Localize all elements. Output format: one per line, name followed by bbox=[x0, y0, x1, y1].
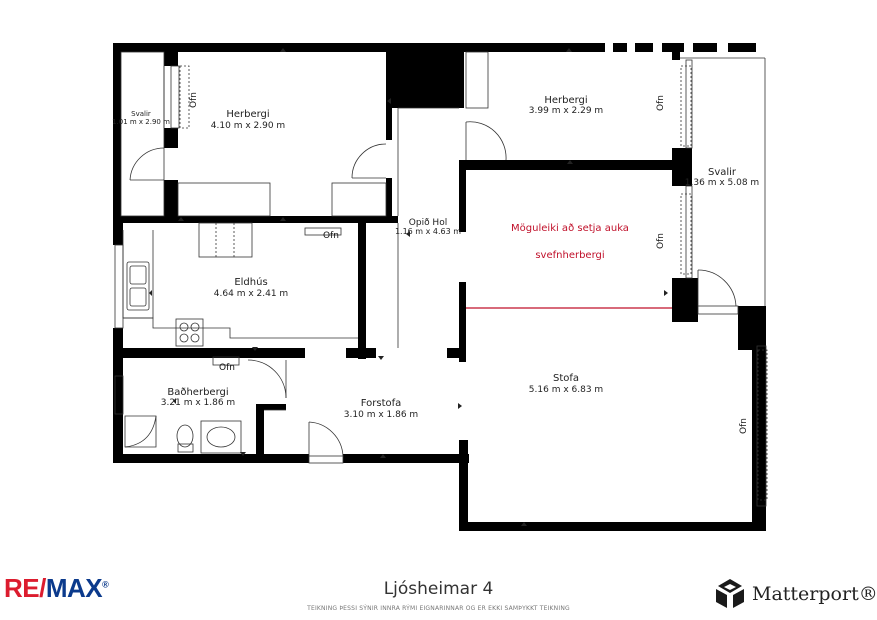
room-dims-forstofa: 3.10 m x 1.86 m bbox=[344, 410, 418, 420]
note-line-2: svefnherbergi bbox=[535, 250, 604, 261]
matterport-cube-icon bbox=[716, 579, 744, 608]
room-name-eldhus: Eldhús bbox=[234, 276, 267, 288]
room-labels: Herbergi 4.10 m x 2.90 m Herbergi 3.99 m… bbox=[112, 95, 759, 420]
room-name-svalir-2: Svalir bbox=[708, 167, 737, 178]
room-dims-stofa: 5.16 m x 6.83 m bbox=[529, 385, 603, 395]
room-name-herbergi-2: Herbergi bbox=[544, 95, 587, 106]
thin-lines bbox=[114, 51, 768, 507]
room-name-opid-hol: Opið Hol bbox=[409, 218, 447, 228]
property-title: Ljósheimar 4 bbox=[383, 579, 494, 599]
room-name-herbergi-1: Herbergi bbox=[226, 109, 269, 120]
ofn-labels: Ofn Ofn Ofn Ofn Ofn Ofn bbox=[189, 92, 749, 434]
room-dims-herbergi-1: 4.10 m x 2.90 m bbox=[211, 121, 285, 131]
remax-max: MAX bbox=[45, 573, 103, 603]
ofn-label-herbergi-1: Ofn bbox=[189, 92, 199, 108]
remax-logo: RE/MAX® bbox=[4, 573, 109, 604]
room-name-badherbergi: Baðherbergi bbox=[167, 387, 228, 398]
note-line-1: Möguleiki að setja auka bbox=[511, 223, 629, 234]
matterport-text: Matterport® bbox=[752, 583, 877, 605]
remax-slash: / bbox=[39, 573, 46, 603]
remax-re: RE bbox=[4, 573, 40, 603]
disclaimer-text: TEIKNING ÞESSI SÝNIR INNRA RÝMI EIGNARIN… bbox=[307, 605, 570, 612]
tick-marks bbox=[149, 48, 668, 526]
room-dims-herbergi-2: 3.99 m x 2.29 m bbox=[529, 106, 603, 116]
room-dims-eldhus: 4.64 m x 2.41 m bbox=[214, 289, 288, 299]
room-name-stofa: Stofa bbox=[553, 373, 579, 384]
room-dims-svalir-2: 1.36 m x 5.08 m bbox=[685, 178, 759, 188]
doors bbox=[129, 121, 739, 464]
walls bbox=[113, 43, 766, 531]
ofn-label-herbergi-2: Ofn bbox=[656, 95, 666, 111]
room-dims-opid-hol: 1.16 m x 4.63 m bbox=[395, 227, 461, 236]
remax-mark: ® bbox=[102, 579, 109, 590]
matterport-logo: Matterport® bbox=[714, 578, 877, 610]
room-dims-badherbergi: 3.21 m x 1.86 m bbox=[161, 398, 235, 408]
room-dims-svalir-1: 1.01 m x 2.90 m bbox=[112, 118, 170, 126]
ofn-label-stofa: Ofn bbox=[739, 418, 749, 434]
ofn-label-bedroom-option: Ofn bbox=[656, 233, 666, 249]
ofn-label-badherbergi: Ofn bbox=[219, 363, 235, 373]
ofn-label-eldhus: Ofn bbox=[323, 231, 339, 241]
room-name-forstofa: Forstofa bbox=[361, 398, 402, 409]
room-name-svalir-1: Svalir bbox=[131, 110, 151, 118]
